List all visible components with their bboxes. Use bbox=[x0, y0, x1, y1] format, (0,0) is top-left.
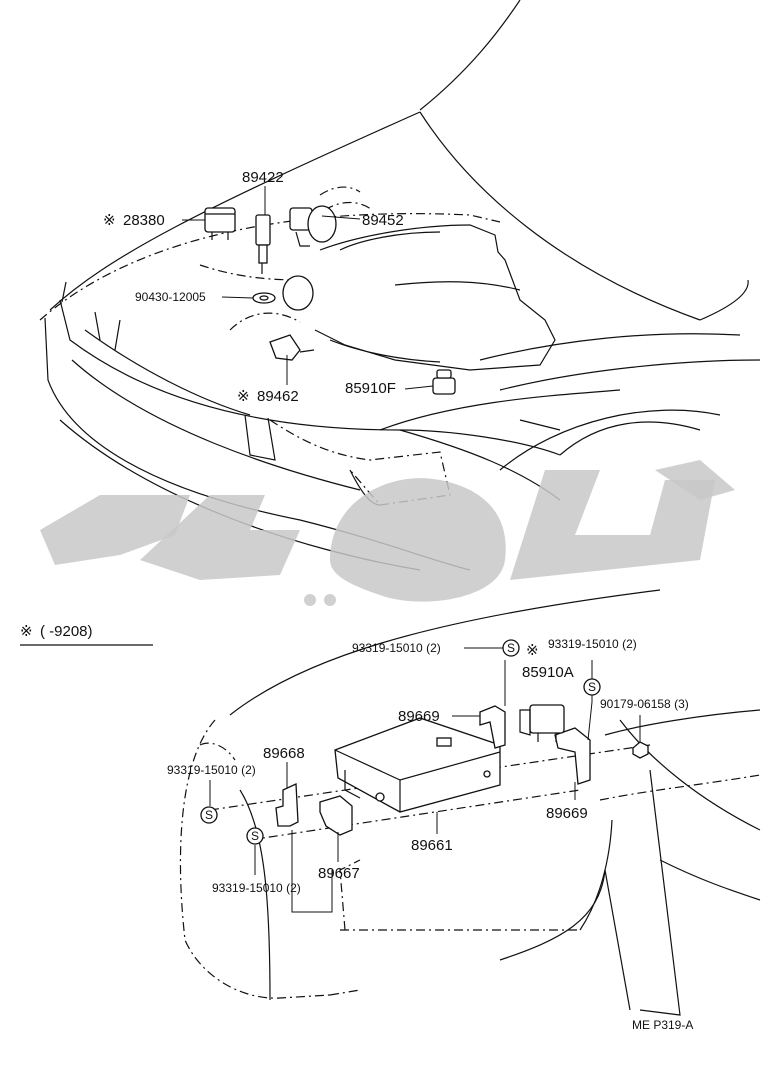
label-89669-lower: 89669 bbox=[546, 805, 588, 822]
bracket-part-89669-lower bbox=[554, 727, 591, 785]
label-85910F: 85910F bbox=[345, 380, 396, 397]
kome-mark: ※ bbox=[103, 212, 116, 229]
svg-text:S: S bbox=[205, 808, 213, 822]
sensor-part-89422 bbox=[255, 214, 271, 274]
diagram-code: ME P319-A bbox=[632, 1018, 693, 1032]
label-93319-15010-c: 93319-15010 (2) bbox=[167, 763, 256, 777]
label-89462: 89462 bbox=[257, 388, 299, 405]
watermark-logo bbox=[40, 460, 735, 606]
ecu-part-89661 bbox=[334, 717, 501, 813]
lower-body-outline bbox=[179, 589, 761, 1016]
label-90430-12005: 90430-12005 bbox=[135, 290, 206, 304]
label-89661: 89661 bbox=[411, 837, 453, 854]
bracket-part-89669-upper bbox=[479, 705, 506, 749]
label-93319-15010-d: 93319-15010 (2) bbox=[212, 881, 301, 895]
note-range: ( -9208) bbox=[40, 623, 93, 640]
label-90179-06158: 90179-06158 (3) bbox=[600, 697, 689, 711]
label-93319-15010-b: 93319-15010 (2) bbox=[548, 637, 637, 651]
relay-part-85910F bbox=[432, 369, 456, 395]
leader-lines bbox=[182, 186, 641, 913]
kome-mark: ※ bbox=[237, 388, 250, 405]
label-93319-15010-a: 93319-15010 (2) bbox=[352, 641, 441, 655]
label-89667: 89667 bbox=[318, 865, 360, 882]
nut-part-90179 bbox=[632, 741, 649, 759]
bracket-part-89667 bbox=[319, 795, 353, 836]
washer-part-90430 bbox=[252, 275, 314, 311]
screw-symbol-3: S bbox=[200, 806, 218, 824]
part-labels: 89422 ※ 28380 89452 90430-12005 ※ 89462 … bbox=[20, 169, 693, 1032]
screw-symbol-4: S bbox=[246, 827, 264, 845]
screw-symbol-2: S bbox=[583, 678, 601, 696]
kome-mark: ※ bbox=[20, 623, 33, 640]
svg-text:S: S bbox=[588, 680, 596, 694]
sensor-part-89452 bbox=[289, 205, 337, 247]
label-89422: 89422 bbox=[242, 169, 284, 186]
sensor-part-89462 bbox=[269, 334, 315, 361]
relay-part-85910A bbox=[519, 704, 565, 742]
bracket-part-89668 bbox=[275, 783, 299, 827]
kome-mark: ※ bbox=[526, 642, 539, 659]
svg-text:S: S bbox=[507, 641, 515, 655]
screw-symbol-1: S bbox=[502, 639, 520, 657]
label-85910A: 85910A bbox=[522, 664, 574, 681]
relay-part-28380 bbox=[204, 207, 236, 240]
label-89669-upper: 89669 bbox=[398, 708, 440, 725]
svg-text:S: S bbox=[251, 829, 259, 843]
label-89668: 89668 bbox=[263, 745, 305, 762]
label-28380: 28380 bbox=[123, 212, 165, 229]
label-89452: 89452 bbox=[362, 212, 404, 229]
